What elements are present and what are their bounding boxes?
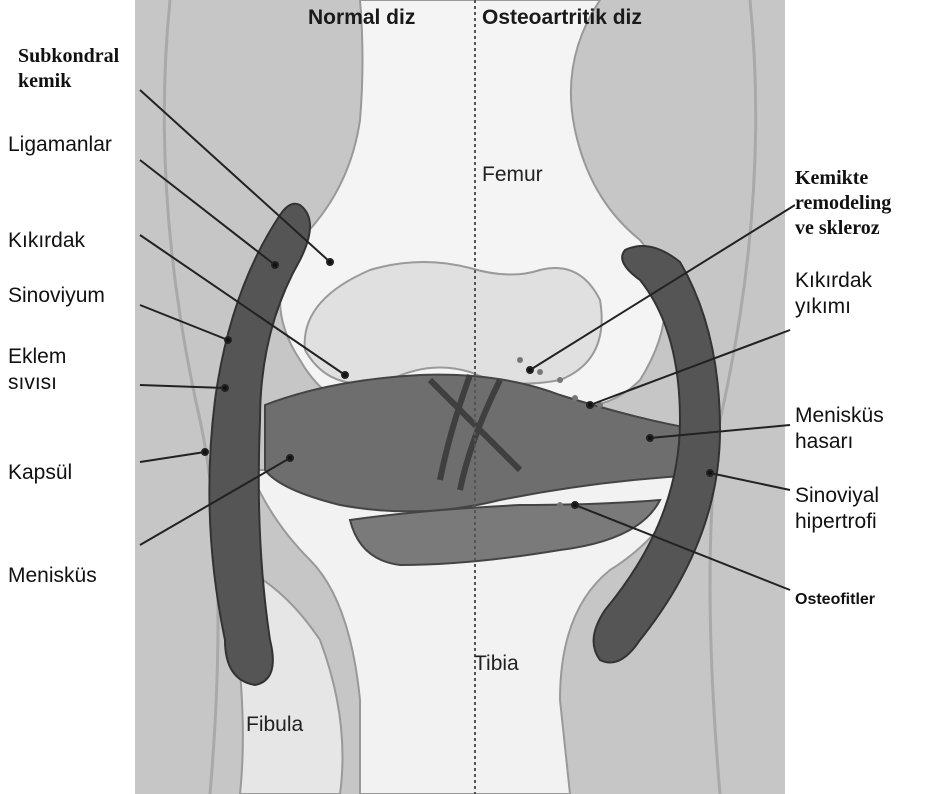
label-tibia: Tibia [474,652,519,676]
label-meniscus-damage: Menisküs hasarı [795,403,884,456]
label-subchondral-bone: Subkondral kemik [18,44,119,94]
label-synovium: Sinoviyum [8,283,105,309]
label-cartilage: Kıkırdak [8,228,85,254]
header-normal-knee: Normal diz [308,6,415,30]
label-ligaments: Ligamanlar [8,132,112,158]
label-joint-fluid: Eklem sıvısı [8,344,66,397]
label-femur: Femur [482,163,543,187]
label-cartilage-destruction: Kıkırdak yıkımı [795,268,872,321]
label-synovial-hypertrophy: Sinoviyal hipertrofi [795,483,879,536]
femur-condyles [305,262,602,384]
header-osteoarthritic-knee: Osteoartritik diz [482,6,642,30]
label-bone-remodeling: Kemikte remodeling ve skleroz [795,166,891,241]
label-osteophytes: Osteofitler [795,590,875,610]
label-capsule: Kapsül [8,460,72,486]
label-meniscus: Menisküs [8,563,97,589]
label-fibula: Fibula [246,713,303,737]
